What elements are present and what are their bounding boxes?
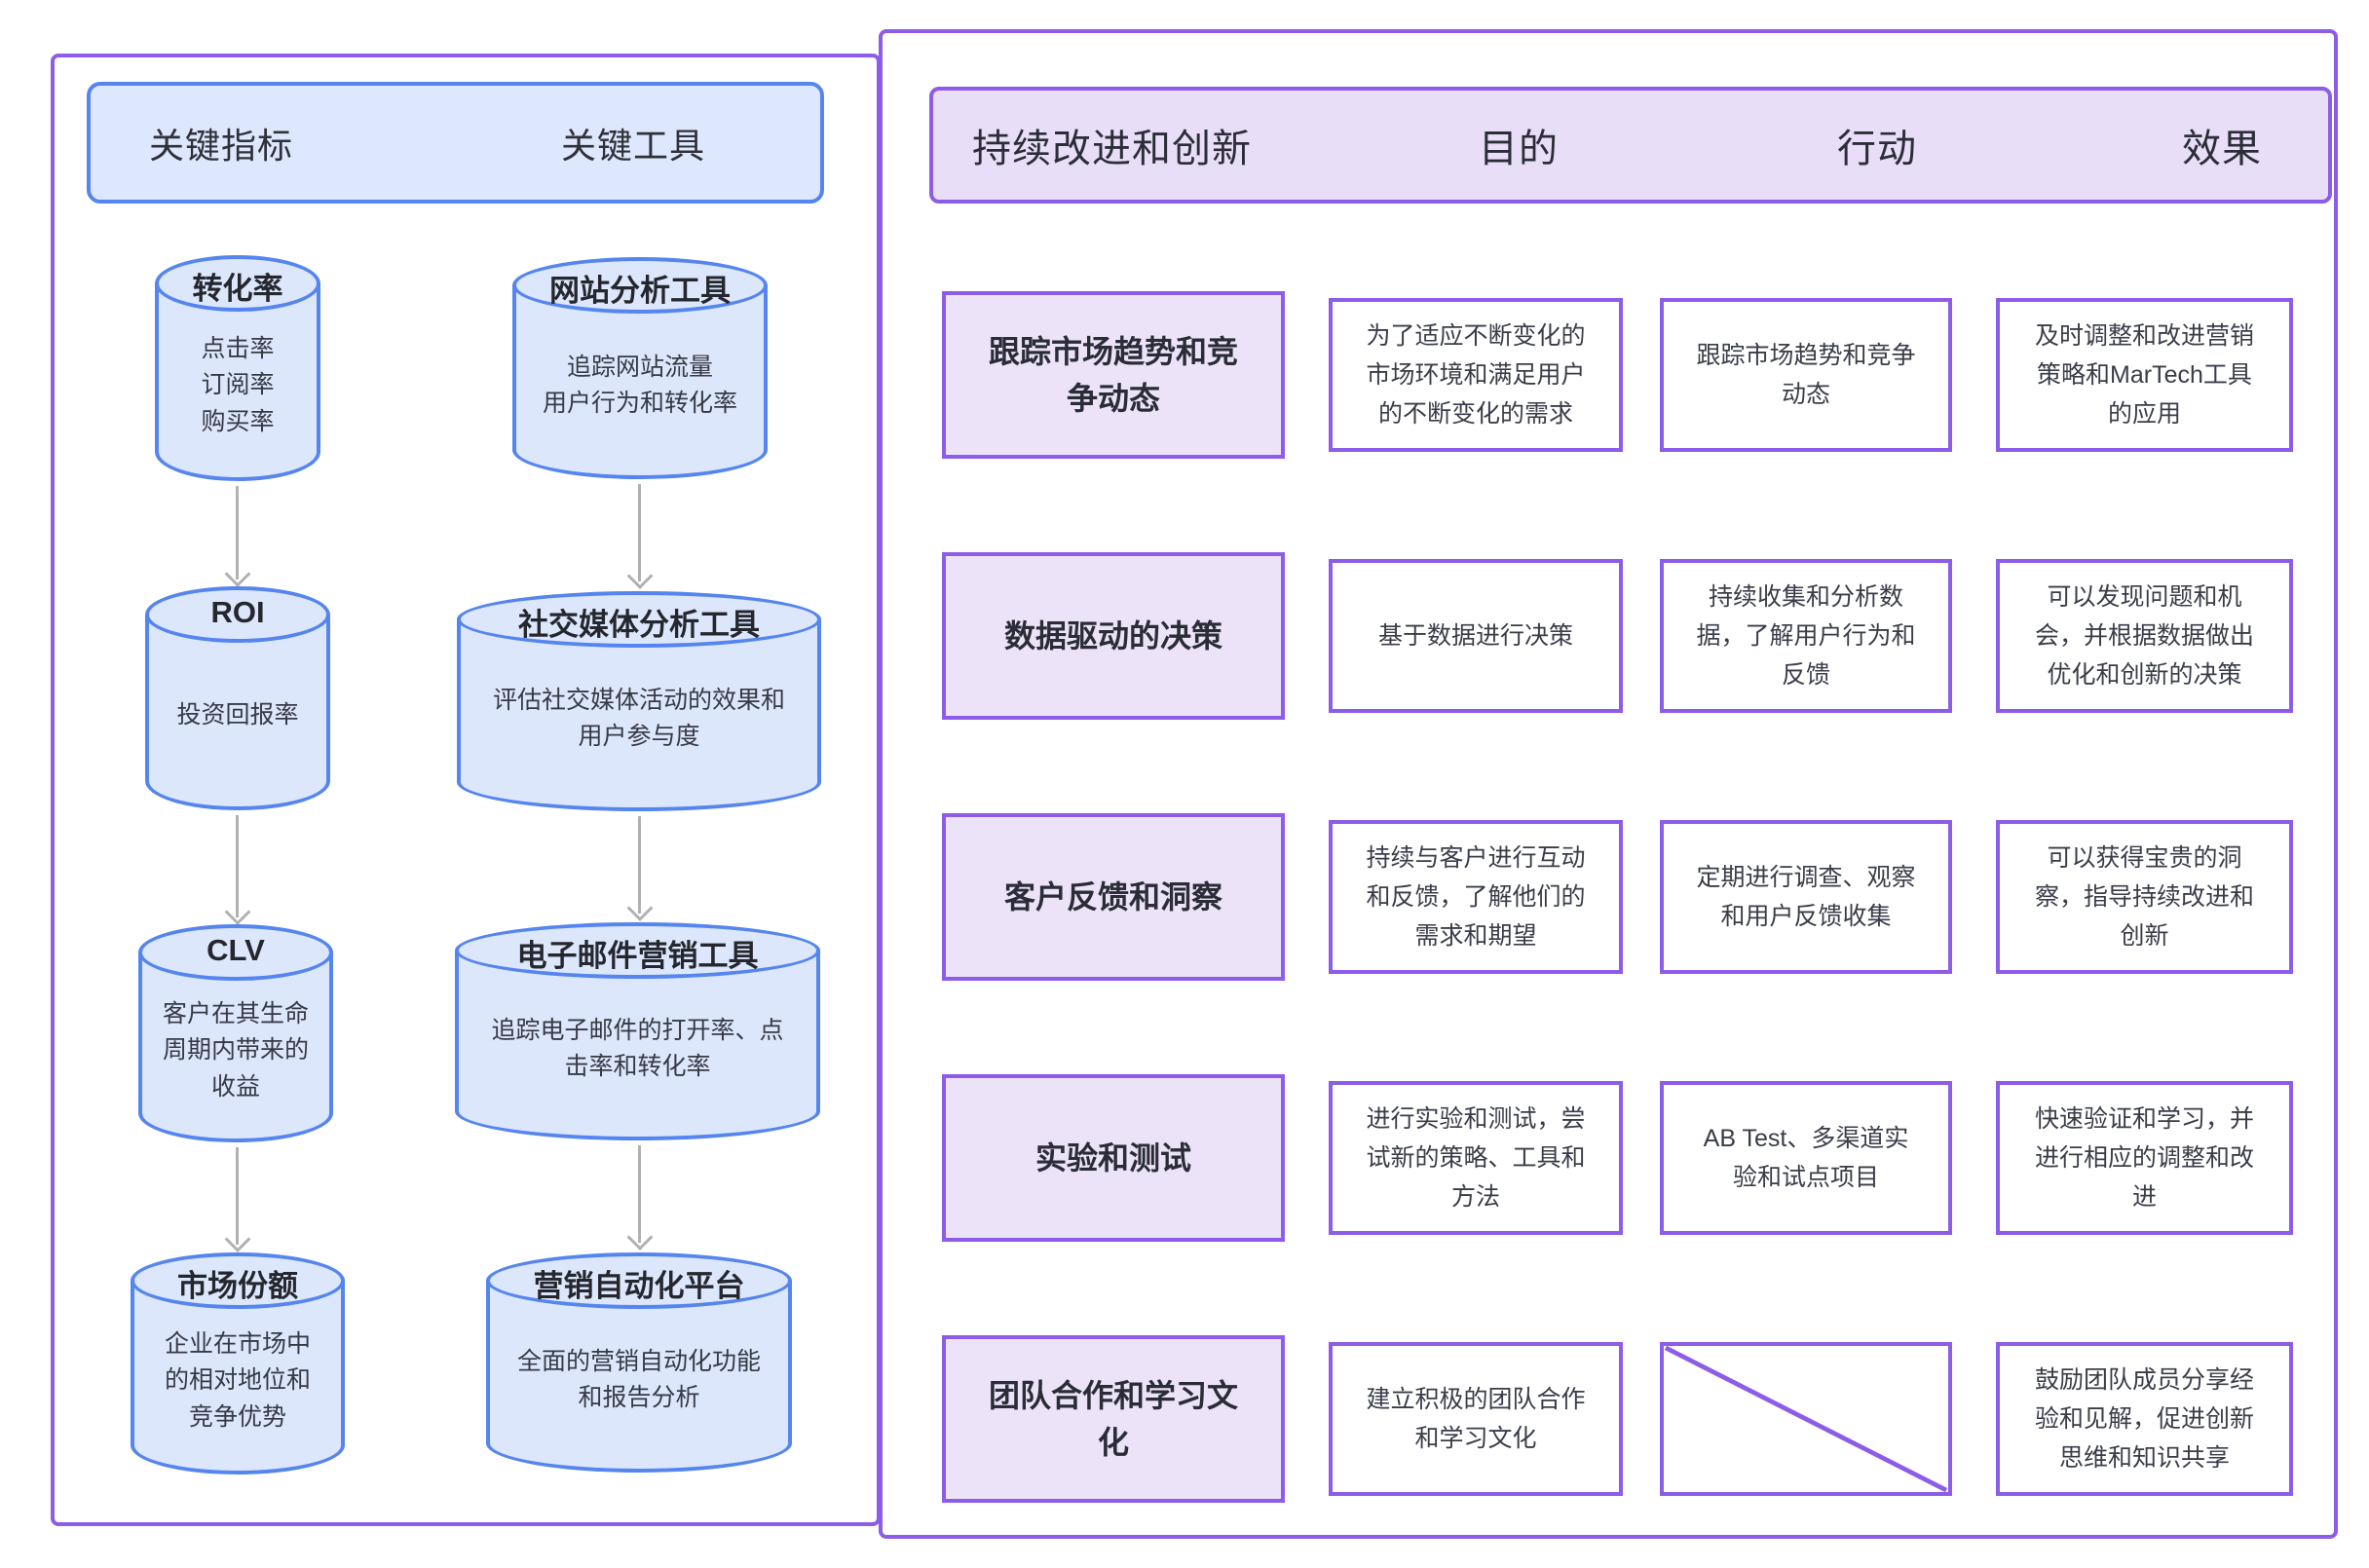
- cylinder-top: [155, 255, 320, 312]
- column-header-effect: 效果: [2182, 128, 2262, 170]
- cylinder-top: [145, 586, 330, 643]
- cylinder-title: 社交媒体分析工具: [518, 608, 760, 642]
- cylinder-side: [145, 615, 330, 810]
- row-label-cell: 数据驱动的决策: [942, 552, 1285, 720]
- effect-cell: 可以获得宝贵的洞 察，指导持续改进和 创新: [1996, 820, 2293, 974]
- cylinder-top: [512, 257, 768, 314]
- table-title: 持续改进和创新: [972, 128, 1252, 170]
- cylinder-top: [131, 1252, 345, 1309]
- purpose-cell: 持续与客户进行互动 和反馈，了解他们的 需求和期望: [1329, 820, 1623, 974]
- cylinder-title: 转化率: [192, 272, 283, 306]
- cylinder-title: CLV: [207, 933, 265, 967]
- cylinder-marketing-automation-platform: 营销自动化平台 全面的营销自动化功能 和报告分析: [486, 1252, 792, 1473]
- tools-column-header: 关键工具: [561, 125, 706, 166]
- cylinder-side: [138, 952, 333, 1142]
- cylinder-roi: ROI 投资回报率: [145, 586, 330, 810]
- cylinder-website-analytics-tool: 网站分析工具 追踪网站流量 用户行为和转化率: [512, 257, 768, 479]
- purpose-cell: 建立积极的团队合作 和学习文化: [1329, 1342, 1623, 1496]
- effect-cell: 可以发现问题和机 会，并根据数据做出 优化和创新的决策: [1996, 559, 2293, 713]
- cylinder-title: 电子邮件营销工具: [516, 939, 759, 973]
- cylinder-text: 追踪电子邮件的打开率、点 击率和转化率: [491, 1016, 784, 1081]
- diagonal-line-icon: [1664, 1346, 1948, 1492]
- cylinder-title: ROI: [210, 595, 265, 629]
- cylinder-side: [131, 1281, 345, 1475]
- cylinder-text: 评估社交媒体活动的效果和 用户参与度: [492, 686, 785, 751]
- cylinder-text: 全面的营销自动化功能 和报告分析: [516, 1347, 761, 1412]
- metrics-column-header: 关键指标: [149, 125, 294, 166]
- cylinder-title: 网站分析工具: [549, 274, 731, 308]
- cylinder-top: [486, 1252, 792, 1309]
- cylinder-top: [455, 922, 820, 979]
- cylinder-text: 客户在其生命 周期内带来的 收益: [162, 999, 309, 1101]
- cylinder-social-media-analytics-tool: 社交媒体分析工具 评估社交媒体活动的效果和 用户参与度: [457, 591, 821, 811]
- cylinder-email-marketing-tool: 电子邮件营销工具 追踪电子邮件的打开率、点 击率和转化率: [455, 922, 820, 1140]
- cylinder-top: [138, 924, 333, 981]
- purpose-cell: 为了适应不断变化的 市场环境和满足用户 的不断变化的需求: [1329, 298, 1623, 452]
- continuous-improvement-panel: 持续改进和创新 目的 行动 效果 跟踪市场趋势和竞 争动态 为了适应不断变化的 …: [879, 29, 2338, 1539]
- down-arrow-icon: [236, 815, 239, 917]
- cylinder-side: [455, 951, 820, 1140]
- cylinder-market-share: 市场份额 企业在市场中 的相对地位和 竞争优势: [131, 1252, 345, 1475]
- down-arrow-icon: [236, 486, 239, 579]
- cylinder-text: 投资回报率: [176, 701, 299, 729]
- action-cell: 定期进行调查、观察 和用户反馈收集: [1660, 820, 1952, 974]
- effect-cell: 鼓励团队成员分享经 验和见解，促进创新 思维和知识共享: [1996, 1342, 2293, 1496]
- column-header-purpose: 目的: [1479, 128, 1559, 170]
- cylinder-text: 追踪网站流量 用户行为和转化率: [542, 353, 737, 418]
- cylinder-top: [457, 591, 821, 648]
- left-panel-header: 关键指标 关键工具: [87, 82, 824, 204]
- cylinder-title: 营销自动化平台: [533, 1269, 745, 1303]
- cylinder-text: 点击率 订阅率 购买率: [201, 334, 275, 435]
- effect-cell: 及时调整和改进营销 策略和MarTech工具 的应用: [1996, 298, 2293, 452]
- cylinder-side: [155, 283, 320, 481]
- empty-action-cell: [1660, 1342, 1952, 1496]
- cylinder-clv: CLV 客户在其生命 周期内带来的 收益: [138, 924, 333, 1142]
- purpose-cell: 进行实验和测试，尝 试新的策略、工具和 方法: [1329, 1081, 1623, 1235]
- row-label-cell: 跟踪市场趋势和竞 争动态: [942, 291, 1285, 459]
- row-label-cell: 实验和测试: [942, 1074, 1285, 1242]
- row-label-cell: 团队合作和学习文 化: [942, 1335, 1285, 1503]
- effect-cell: 快速验证和学习，并 进行相应的调整和改 进: [1996, 1081, 2293, 1235]
- column-header-action: 行动: [1837, 128, 1917, 170]
- action-cell: AB Test、多渠道实 验和试点项目: [1660, 1081, 1952, 1235]
- cylinder-side: [457, 619, 821, 811]
- down-arrow-icon: [236, 1147, 239, 1245]
- cylinder-side: [486, 1281, 792, 1473]
- cylinder-side: [512, 285, 768, 479]
- down-arrow-icon: [638, 816, 641, 914]
- purpose-cell: 基于数据进行决策: [1329, 559, 1623, 713]
- metrics-tools-panel: 关键指标 关键工具 转化率 点击率 订阅率 购买率 ROI 投资回报率 CLV …: [51, 54, 881, 1526]
- down-arrow-icon: [638, 484, 641, 581]
- cylinder-title: 市场份额: [177, 1269, 298, 1303]
- cylinder-text: 企业在市场中 的相对地位和 竞争优势: [164, 1329, 311, 1431]
- row-label-cell: 客户反馈和洞察: [942, 813, 1285, 981]
- action-cell: 持续收集和分析数 据，了解用户行为和 反馈: [1660, 559, 1952, 713]
- down-arrow-icon: [638, 1145, 641, 1243]
- action-cell: 跟踪市场趋势和竞争 动态: [1660, 298, 1952, 452]
- cylinder-conversion-rate: 转化率 点击率 订阅率 购买率: [155, 255, 320, 481]
- right-panel-header: 持续改进和创新 目的 行动 效果: [929, 87, 2332, 204]
